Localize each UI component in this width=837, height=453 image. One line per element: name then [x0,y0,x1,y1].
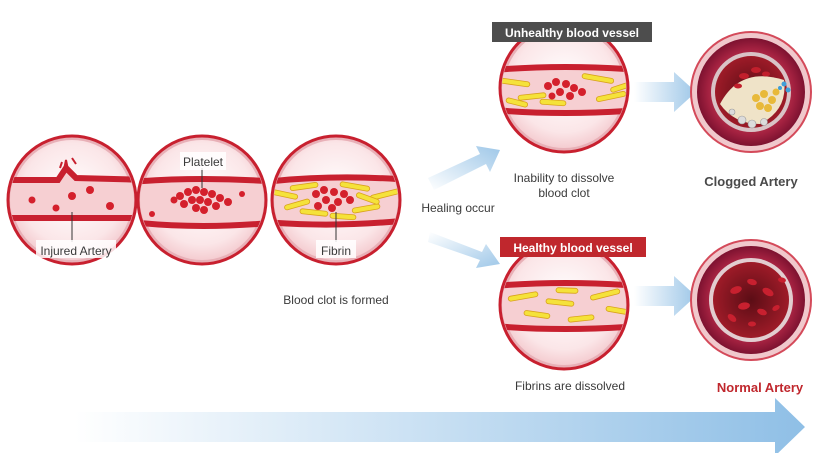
normal-artery-icon [690,239,812,361]
unhealthy-badge-text: Unhealthy blood vessel [505,26,639,40]
inability-caption-line2: blood clot [538,186,590,200]
unhealthy-badge [492,22,652,42]
injury-spark-icon [59,157,77,171]
fibrins-dissolved-caption: Fibrins are dissolved [515,379,625,393]
clogged-artery-icon [690,31,812,153]
healthy-badge [500,237,646,257]
fibrin-label: Fibrin [321,244,351,258]
healthy-badge-text: Healthy blood vessel [513,241,632,255]
arrow-to-healthy [428,232,500,268]
platelet-label: Platelet [183,155,224,169]
fibrin-circle [270,134,402,266]
arrow-to-unhealthy [428,146,500,190]
blood-clot-formed-caption: Blood clot is formed [283,293,388,307]
injured-artery-label: Injured Artery [40,244,111,258]
injured-artery-circle [6,134,138,266]
arrow-to-normal [634,276,696,316]
normal-artery-label: Normal Artery [717,380,804,395]
healing-occur-label: Healing occur [421,201,494,215]
platelet-circle [136,134,268,266]
timeline-arrow [75,398,805,453]
arrow-to-clogged [634,72,696,112]
healthy-vessel-circle [498,239,630,371]
inability-caption-line1: Inability to dissolve [514,171,615,185]
unhealthy-vessel-circle [498,22,630,154]
clogged-artery-label: Clogged Artery [704,174,798,189]
